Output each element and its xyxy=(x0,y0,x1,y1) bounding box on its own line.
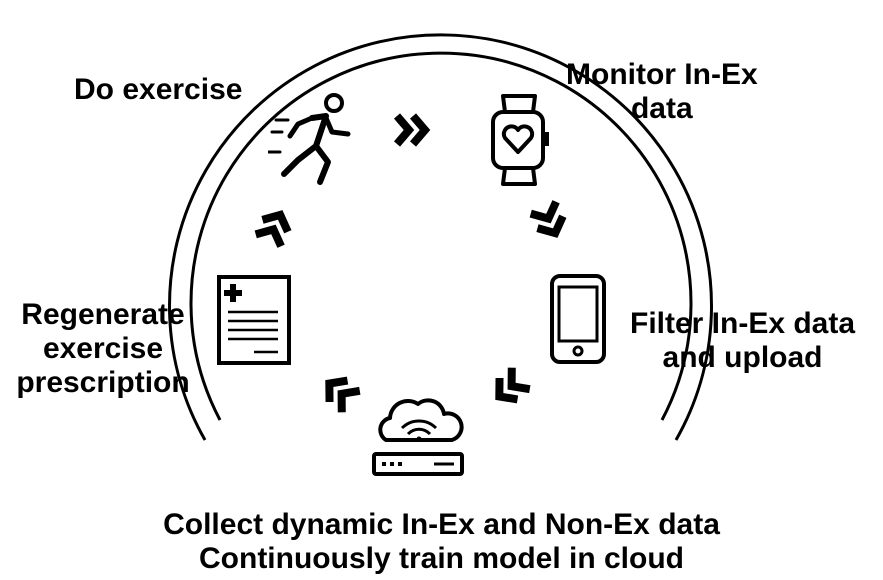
step-monitor-label: Monitor In-Ex data xyxy=(566,58,758,125)
arrow-right-icon xyxy=(393,113,431,147)
step-filter-label: Filter In-Ex data and upload xyxy=(630,307,856,374)
arrow-up-left-icon xyxy=(325,376,361,413)
smartwatch-heart-icon xyxy=(491,94,549,186)
prescription-document-icon xyxy=(217,275,291,365)
running-person-icon xyxy=(268,93,351,185)
step-regenerate-label: Regenerate exercise prescription xyxy=(16,298,190,399)
step-do-exercise-label: Do exercise xyxy=(74,73,243,106)
step-collect-label: Collect dynamic In-Ex and Non-Ex data Co… xyxy=(163,508,720,575)
smartphone-icon xyxy=(550,274,606,364)
arrow-down-right-icon xyxy=(529,200,567,238)
arrow-up-right-icon xyxy=(254,210,292,248)
cloud-server-icon xyxy=(372,398,464,476)
arrow-down-left-icon xyxy=(495,367,531,404)
